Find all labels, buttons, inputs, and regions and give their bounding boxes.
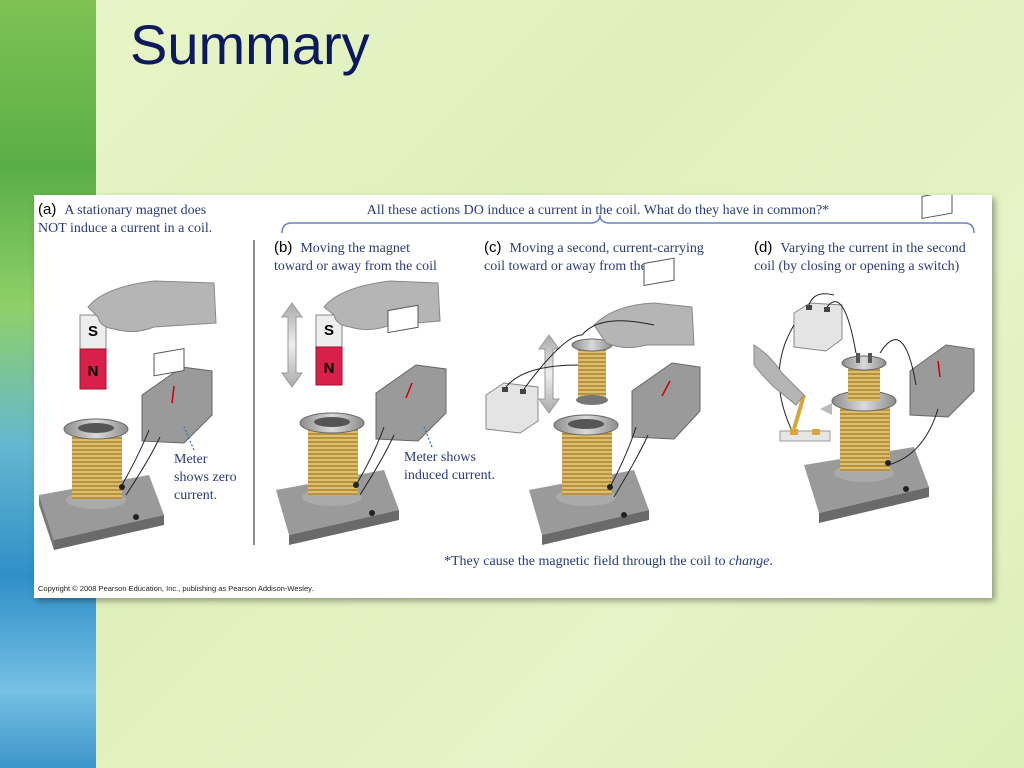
meter (375, 364, 447, 442)
figure-drawing: All these actions DO induce a current in… (38, 195, 975, 593)
panel-c-line1: Moving a second, current-carrying (510, 241, 704, 256)
panel-d-letter: (d) (754, 239, 772, 256)
magnet-n-label: N (88, 363, 99, 380)
panel-b-letter: (b) (274, 239, 292, 256)
panel-d-line1: Varying the current in the second (780, 241, 965, 256)
meter (141, 366, 213, 444)
meter-zero-line2: shows zero (174, 470, 237, 485)
panel-c-letter: (c) (484, 239, 502, 256)
up-down-arrow-icon (281, 302, 303, 388)
panel-a-drawing: S N Meter shows zero current. (39, 280, 237, 550)
panel-b-line1: Moving the magnet (300, 241, 410, 256)
second-coil (848, 365, 880, 401)
coil (840, 405, 890, 471)
coil (72, 433, 122, 499)
caption-c: (c) Moving a second, current-carrying (484, 239, 704, 256)
panel-d-line2: coil (by closing or opening a switch) (754, 259, 960, 274)
panel-c-line2: coil toward or away from the coil (484, 259, 671, 274)
hand (593, 302, 695, 349)
footnote-prefix: *They cause the magnetic field through t… (444, 554, 729, 569)
meter-zero-line1: Meter (174, 452, 208, 467)
panel-b-line2: toward or away from the coil (274, 259, 437, 274)
footnote: *They cause the magnetic field through t… (444, 554, 773, 569)
grouping-brace (281, 214, 975, 234)
magnet-s-label: S (324, 322, 334, 339)
footnote-suffix: . (769, 554, 773, 569)
coil (562, 429, 612, 495)
induction-figure: All these actions DO induce a current in… (34, 195, 992, 598)
second-coil (578, 347, 606, 399)
battery (485, 382, 539, 434)
coil (308, 427, 358, 495)
magnet-north (79, 348, 107, 390)
meter (631, 362, 701, 440)
meter (909, 344, 975, 418)
up-down-arrow-icon (538, 334, 560, 414)
meter-induced-line2: induced current. (404, 468, 495, 483)
panel-b-drawing: S N Meter shows induced current. (276, 280, 495, 545)
meter-zero-line3: current. (174, 488, 217, 503)
magnet-north (315, 346, 343, 386)
switch (779, 430, 831, 442)
magnet-south (315, 314, 343, 348)
panel-a-line2: NOT induce a current in a coil. (38, 221, 212, 236)
slide-title: Summary (130, 13, 370, 76)
hand (753, 344, 805, 406)
panel-a-line1: A stationary magnet does (64, 203, 206, 218)
footnote-emphasis: change (729, 554, 769, 569)
magnet-s-label: S (88, 323, 98, 340)
battery (793, 302, 843, 352)
magnet-n-label: N (324, 360, 335, 377)
caption-b: (b) Moving the magnet (274, 239, 410, 256)
panel-a-letter: (a) (38, 201, 56, 218)
hand (323, 280, 441, 331)
caption-d: (d) Varying the current in the second (754, 239, 966, 256)
panel-c-drawing (485, 257, 701, 545)
caption-a: (a) A stationary magnet does (38, 201, 206, 218)
figure-header: All these actions DO induce a current in… (367, 203, 829, 218)
meter-induced-line1: Meter shows (404, 450, 476, 465)
hand (87, 280, 217, 333)
copyright-line: Copyright © 2008 Pearson Education, Inc.… (38, 584, 313, 593)
panel-d-drawing (753, 195, 975, 523)
